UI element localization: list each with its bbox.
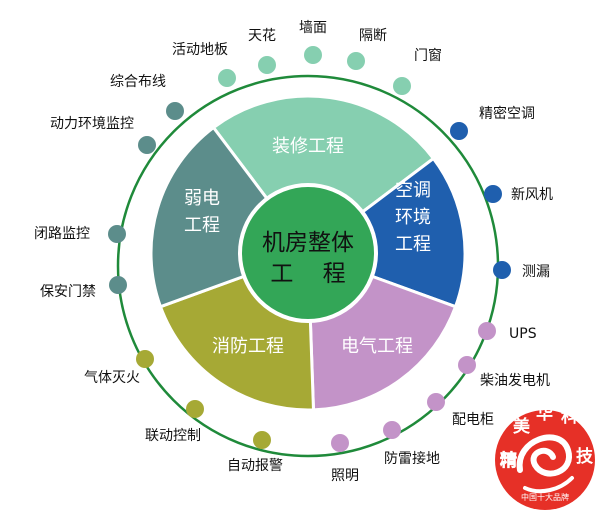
logo-tail-icon <box>523 476 574 494</box>
brand-logo: 精 美 华 科 技 中国十大品牌 <box>495 403 595 510</box>
ring-node-label: 精密空调 <box>479 105 535 122</box>
segment-hvac <box>304 156 467 309</box>
ring-node-label: UPS <box>509 326 537 342</box>
ring-node-label: 测漏 <box>522 264 550 280</box>
ring-node-dot <box>253 431 271 449</box>
ring-node-dot <box>331 434 349 452</box>
ring-node-label: 照明 <box>331 468 359 484</box>
segment-label-weak: 弱电 <box>184 188 220 209</box>
ring-node-dot <box>458 356 476 374</box>
ring-node-dot <box>450 122 468 140</box>
ring-node-label: 动力环境监控 <box>50 116 134 132</box>
ring-node-dot <box>166 102 184 120</box>
ring-node-label: 气体灭火 <box>84 370 140 386</box>
logo-char-2: 美 <box>513 416 531 437</box>
ring-node-label: 墙面 <box>299 20 327 36</box>
ring-node-dot <box>109 276 127 294</box>
nodes-group: 天花 墙面隔断门窗 活动地板综合布线动力环境监控闭路监控保安门禁 精密空调新风机测漏 U… <box>34 20 553 484</box>
segment-label-weak: 工程 <box>184 215 220 236</box>
ring-node-dot <box>304 46 322 64</box>
ring-node-label: 柴油发电机 <box>480 373 550 389</box>
ring-node-dot <box>347 52 365 70</box>
logo-swirl-icon <box>516 434 573 477</box>
center-title-line2: 工 程 <box>270 261 345 287</box>
ring-node-dot <box>478 322 496 340</box>
ring-node-dot <box>383 421 401 439</box>
ring-node-label: 保安门禁 <box>40 284 96 300</box>
segment-label-hvac: 环境 <box>395 207 431 228</box>
logo-badge <box>495 410 595 510</box>
segment-label-fire: 消防工程 <box>212 336 284 357</box>
logo-char-5: 技 <box>576 446 594 467</box>
ring-node-dot <box>393 77 411 95</box>
ring-node-label: 配电柜 <box>452 412 494 428</box>
segment-label-decor: 装修工程 <box>272 136 344 157</box>
ring-node-dot <box>484 185 502 203</box>
ring-node-label: 天花 <box>248 28 276 44</box>
logo-char-4: 科 <box>561 406 578 427</box>
segment-decor <box>211 94 436 256</box>
ring-node-label: 自动报警 <box>227 458 283 474</box>
ring-node-label: 联动控制 <box>145 428 201 444</box>
ring-node-label: 新风机 <box>511 187 553 203</box>
segment-label-hvac: 空调 <box>395 180 431 201</box>
ring-node-dot <box>138 136 156 154</box>
ring-node-label: 活动地板 <box>172 42 228 58</box>
segment-label-hvac: 工程 <box>395 234 431 255</box>
center-circle <box>238 183 378 323</box>
ring-node-label: 防雷接地 <box>384 450 440 467</box>
logo-char-1: 精 <box>500 450 517 471</box>
ring-node-dot <box>427 393 445 411</box>
ring-node-dot <box>218 69 236 87</box>
ring-node-label: 隔断 <box>359 28 387 44</box>
logo-char-3: 华 <box>536 403 553 424</box>
ring-node-label: 闭路监控 <box>34 226 90 242</box>
ring-node-dot <box>493 261 511 279</box>
ring-node-dot <box>186 400 204 418</box>
center-title-line1: 机房整体 <box>262 230 354 256</box>
ring-node-dot <box>108 225 126 243</box>
ring-node-dot <box>136 350 154 368</box>
segment-label-elec: 电气工程 <box>341 336 413 357</box>
ring-node-dot <box>258 56 276 74</box>
ring-node-label: 门窗 <box>414 47 442 64</box>
ring-node-label: 综合布线 <box>110 74 166 90</box>
logo-tagline: 中国十大品牌 <box>521 492 569 502</box>
